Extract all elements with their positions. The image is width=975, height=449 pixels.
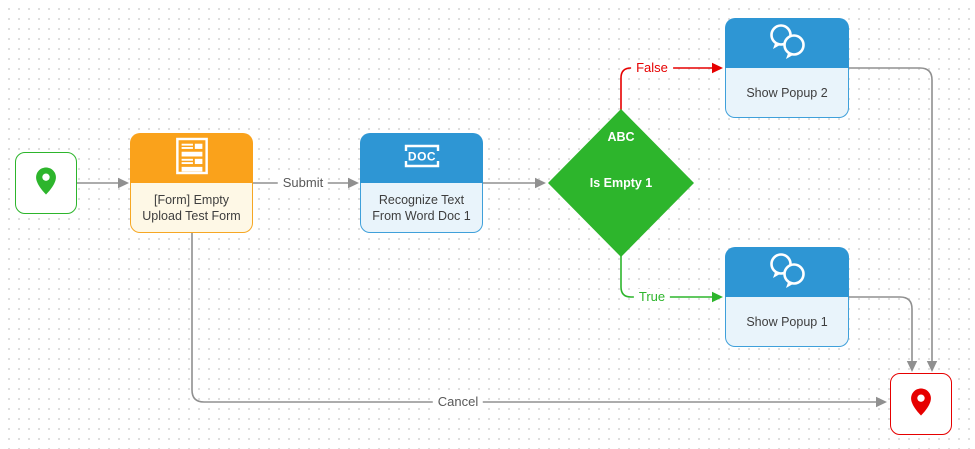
node-show-popup-1[interactable]: Show Popup 1 — [725, 247, 849, 347]
edge-recognize-to-decision[interactable] — [483, 177, 546, 189]
popup1-node-body: Show Popup 1 — [725, 297, 849, 347]
edge-popup2-to-end[interactable] — [849, 67, 938, 372]
doc-icon-text: DOC — [407, 149, 435, 163]
popup2-node-body: Show Popup 2 — [725, 68, 849, 118]
chat-bubbles-icon — [765, 251, 809, 294]
popup2-node-title: Show Popup 2 — [746, 85, 828, 100]
popup1-node-header — [725, 247, 849, 297]
popup1-node-title: Show Popup 1 — [746, 314, 828, 329]
decision-diamond-shape — [548, 109, 694, 257]
node-show-popup-2[interactable]: Show Popup 2 — [725, 18, 849, 118]
doc-icon: DOC — [401, 142, 443, 175]
form-node-header — [130, 133, 253, 183]
edge-label-true[interactable]: True — [633, 289, 671, 305]
edge-label-submit[interactable]: Submit — [277, 175, 329, 191]
popup2-node-header — [725, 18, 849, 68]
decision-type-tag: ABC — [607, 130, 635, 144]
form-node-body: [Form] Empty Upload Test Form — [130, 183, 253, 233]
chat-bubbles-icon — [765, 22, 809, 65]
form-icon — [175, 137, 209, 180]
form-node-title-line1: [Form] Empty — [153, 192, 229, 207]
node-form-empty-upload-test-form[interactable]: [Form] Empty Upload Test Form — [130, 133, 253, 233]
end-node[interactable] — [890, 373, 952, 435]
recognize-node-title-line1: Recognize Text — [378, 192, 465, 207]
edge-popup1-to-end[interactable] — [849, 296, 918, 372]
map-pin-icon — [29, 164, 63, 203]
decision-label: Is Empty 1 — [589, 176, 653, 190]
recognize-node-title-line2: From Word Doc 1 — [372, 208, 471, 223]
form-node-title-line2: Upload Test Form — [142, 208, 241, 223]
map-pin-icon — [904, 385, 938, 424]
start-node[interactable] — [15, 152, 77, 214]
edge-label-false[interactable]: False — [631, 60, 673, 76]
recognize-node-body: Recognize Text From Word Doc 1 — [360, 183, 483, 233]
edge-label-cancel[interactable]: Cancel — [432, 394, 484, 410]
recognize-node-header: DOC — [360, 133, 483, 183]
edge-start-to-form[interactable] — [77, 177, 129, 189]
node-recognize-text-from-word-doc[interactable]: DOC Recognize Text From Word Doc 1 — [360, 133, 483, 233]
node-decision-is-empty[interactable]: ABC Is Empty 1 — [546, 108, 696, 258]
